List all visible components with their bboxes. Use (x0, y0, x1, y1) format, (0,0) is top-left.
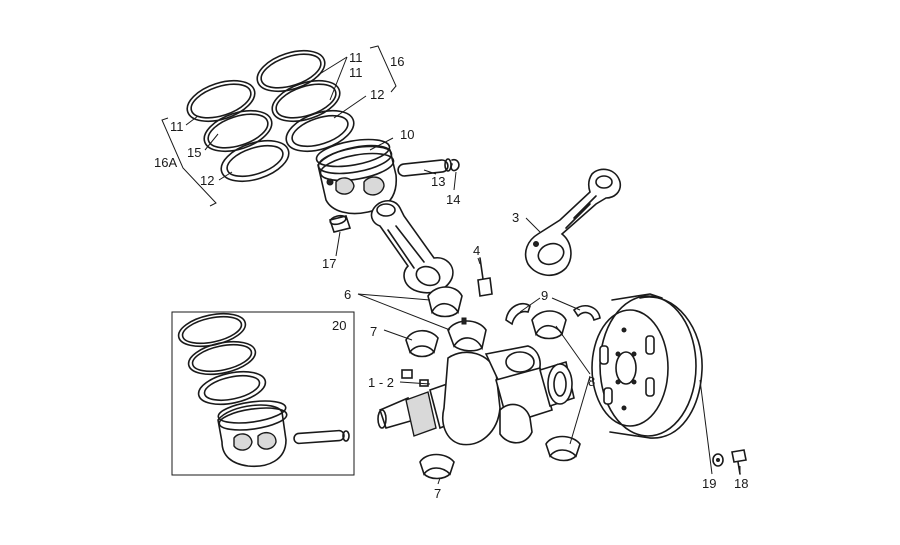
piston (315, 138, 397, 215)
callout-7-upper: 7 (370, 324, 377, 339)
callout-10: 10 (400, 127, 414, 142)
callout-15: 15 (187, 145, 201, 160)
callout-11-left: 11 (170, 119, 184, 134)
callout-20: 20 (332, 318, 346, 333)
main-bearing-shells-7 (405, 329, 455, 480)
callout-11-top: 11 (349, 50, 363, 65)
crankshaft (377, 345, 575, 446)
callout-4: 4 (473, 243, 480, 258)
callout-11-mid: 11 (349, 65, 363, 80)
washer (712, 453, 724, 467)
flywheel-bolt (731, 449, 747, 475)
bolt (477, 257, 493, 297)
callout-19: 19 (702, 476, 716, 491)
callout-3: 3 (512, 210, 519, 225)
circlip (450, 158, 460, 172)
flywheel (591, 293, 703, 439)
leader-lines (185, 56, 741, 485)
callout-1-2: 1 - 2 (368, 375, 394, 390)
callout-16: 16 (390, 54, 404, 69)
callout-13: 13 (431, 174, 445, 189)
piston-pin (397, 158, 452, 177)
callout-12-left: 12 (200, 173, 214, 188)
piston-rings-right (256, 49, 355, 153)
callout-12-right: 12 (370, 87, 384, 102)
callout-17: 17 (322, 256, 336, 271)
callout-16a: 16A (154, 155, 177, 170)
callout-7-lower: 7 (434, 486, 441, 501)
callout-8: 8 (588, 374, 595, 389)
rod-bearing-shells (427, 286, 487, 352)
callout-18: 18 (734, 476, 748, 491)
bracket-16 (369, 45, 397, 93)
callout-14: 14 (446, 192, 460, 207)
connecting-rod (524, 168, 622, 276)
small-end-bush (328, 214, 352, 233)
callout-9: 9 (541, 288, 548, 303)
bracket-16a (161, 117, 217, 207)
callout-labels: 1 - 2 3 4 6 7 7 8 9 10 11 11 11 12 12 13… (154, 50, 748, 501)
inset-box-20 (171, 311, 355, 476)
piston-rings-left (186, 79, 290, 183)
callout-6: 6 (344, 287, 351, 302)
